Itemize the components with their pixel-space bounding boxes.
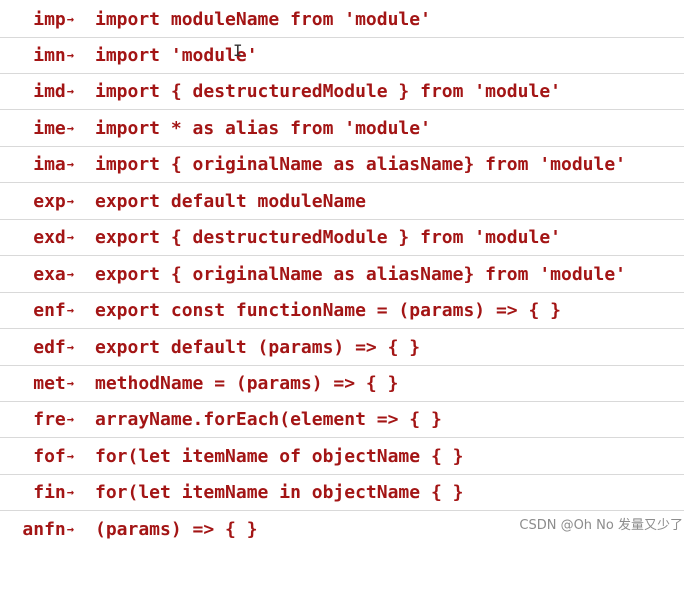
snippet-row: ime→ import * as alias from 'module'	[0, 111, 684, 147]
snippet-row: ima→ import { originalName as aliasName}…	[0, 147, 684, 183]
arrow-icon: →	[67, 194, 74, 208]
arrow-icon: →	[67, 230, 74, 244]
arrow-icon: →	[67, 267, 74, 281]
snippet-body: for(let itemName of objectName { }	[95, 445, 463, 469]
arrow-icon: →	[67, 522, 74, 536]
snippet-body: (params) => { }	[95, 518, 258, 542]
snippet-body: arrayName.forEach(element => { }	[95, 408, 442, 432]
snippet-body: methodName = (params) => { }	[95, 372, 398, 396]
text-cursor-icon: I	[233, 41, 243, 59]
snippet-table: imp→ import moduleName from 'module' imn…	[0, 0, 684, 543]
snippet-prefix: imd→	[33, 80, 74, 105]
arrow-icon: →	[67, 12, 74, 26]
snippet-prefix: exp→	[33, 190, 74, 215]
arrow-icon: →	[67, 340, 74, 354]
snippet-body: export default moduleName	[95, 190, 366, 214]
snippet-row: exd→ export { destructuredModule } from …	[0, 220, 684, 256]
snippet-prefix: exd→	[33, 226, 74, 251]
snippet-body: import { originalName as aliasName} from…	[95, 153, 626, 177]
snippet-prefix: met→	[33, 372, 74, 397]
snippet-prefix: ima→	[33, 153, 74, 178]
snippet-body: for(let itemName in objectName { }	[95, 481, 463, 505]
snippet-prefix: exa→	[33, 263, 74, 288]
snippet-prefix: imp→	[33, 8, 74, 33]
arrow-icon: →	[67, 303, 74, 317]
snippet-prefix: fin→	[33, 481, 74, 506]
snippet-prefix: imn→	[33, 44, 74, 69]
snippet-body: import * as alias from 'module'	[95, 117, 431, 141]
arrow-icon: →	[67, 48, 74, 62]
snippet-row: enf→ export const functionName = (params…	[0, 293, 684, 329]
snippet-row: imp→ import moduleName from 'module'	[0, 2, 684, 38]
arrow-icon: →	[67, 412, 74, 426]
snippet-row: edf→ export default (params) => { }	[0, 330, 684, 366]
snippet-row: exa→ export { originalName as aliasName}…	[0, 257, 684, 293]
arrow-icon: →	[67, 449, 74, 463]
snippet-prefix: fre→	[33, 408, 74, 433]
snippet-body: export { destructuredModule } from 'modu…	[95, 226, 561, 250]
snippet-prefix: edf→	[33, 336, 74, 361]
snippet-prefix: ime→	[33, 117, 74, 142]
snippet-row: imd→ import { destructuredModule } from …	[0, 74, 684, 110]
snippet-body: export { originalName as aliasName} from…	[95, 263, 626, 287]
snippet-body: export const functionName = (params) => …	[95, 299, 561, 323]
arrow-icon: →	[67, 376, 74, 390]
snippet-row: imn→ import 'module'	[0, 38, 684, 74]
arrow-icon: →	[67, 121, 74, 135]
snippet-body: import moduleName from 'module'	[95, 8, 431, 32]
arrow-icon: →	[67, 485, 74, 499]
snippet-row: fof→ for(let itemName of objectName { }	[0, 439, 684, 475]
snippet-prefix: fof→	[33, 445, 74, 470]
arrow-icon: →	[67, 84, 74, 98]
snippet-row: fin→ for(let itemName in objectName { }	[0, 475, 684, 511]
snippet-row: exp→ export default moduleName	[0, 184, 684, 220]
snippet-body: export default (params) => { }	[95, 336, 420, 360]
arrow-icon: →	[67, 157, 74, 171]
snippet-prefix: anfn→	[22, 518, 74, 543]
snippet-body: import { destructuredModule } from 'modu…	[95, 80, 561, 104]
watermark: CSDN @Oh No 发量又少了	[519, 514, 683, 533]
snippet-row: fre→ arrayName.forEach(element => { }	[0, 402, 684, 438]
snippet-row: met→ methodName = (params) => { }	[0, 366, 684, 402]
snippet-prefix: enf→	[33, 299, 74, 324]
